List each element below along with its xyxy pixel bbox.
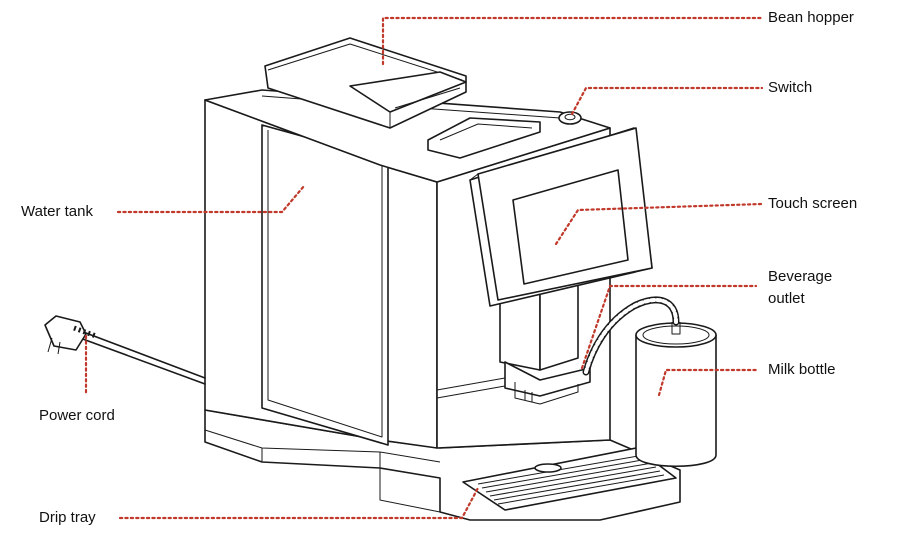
milk-bottle-shape [635,334,717,467]
power-plug-shape [44,315,87,351]
label-beverage-outlet-line1: Beverage [768,268,833,285]
leader-touch-screen [554,202,764,246]
leader-water-tank [116,184,306,214]
label-switch: Switch [768,79,813,96]
label-water-tank: Water tank [21,203,93,220]
label-touch-screen: Touch screen [768,195,858,212]
leader-drip-tray [118,486,480,520]
label-beverage-outlet-line2: outlet [768,290,805,307]
leader-switch [570,86,764,116]
machine-body [44,37,717,521]
label-bean-hopper: Bean hopper [768,9,854,26]
label-milk-bottle: Milk bottle [768,361,836,378]
drip-tray-grille [477,454,665,505]
leader-bean-hopper [381,16,764,66]
touch-screen-glass [512,169,629,285]
switch-button-shape [558,111,582,125]
leader-milk-bottle [657,368,758,397]
label-drip-tray: Drip tray [39,509,96,526]
label-power-cord: Power cord [39,407,115,424]
leader-lines [84,16,764,520]
leader-beverage-outlet [580,284,758,370]
